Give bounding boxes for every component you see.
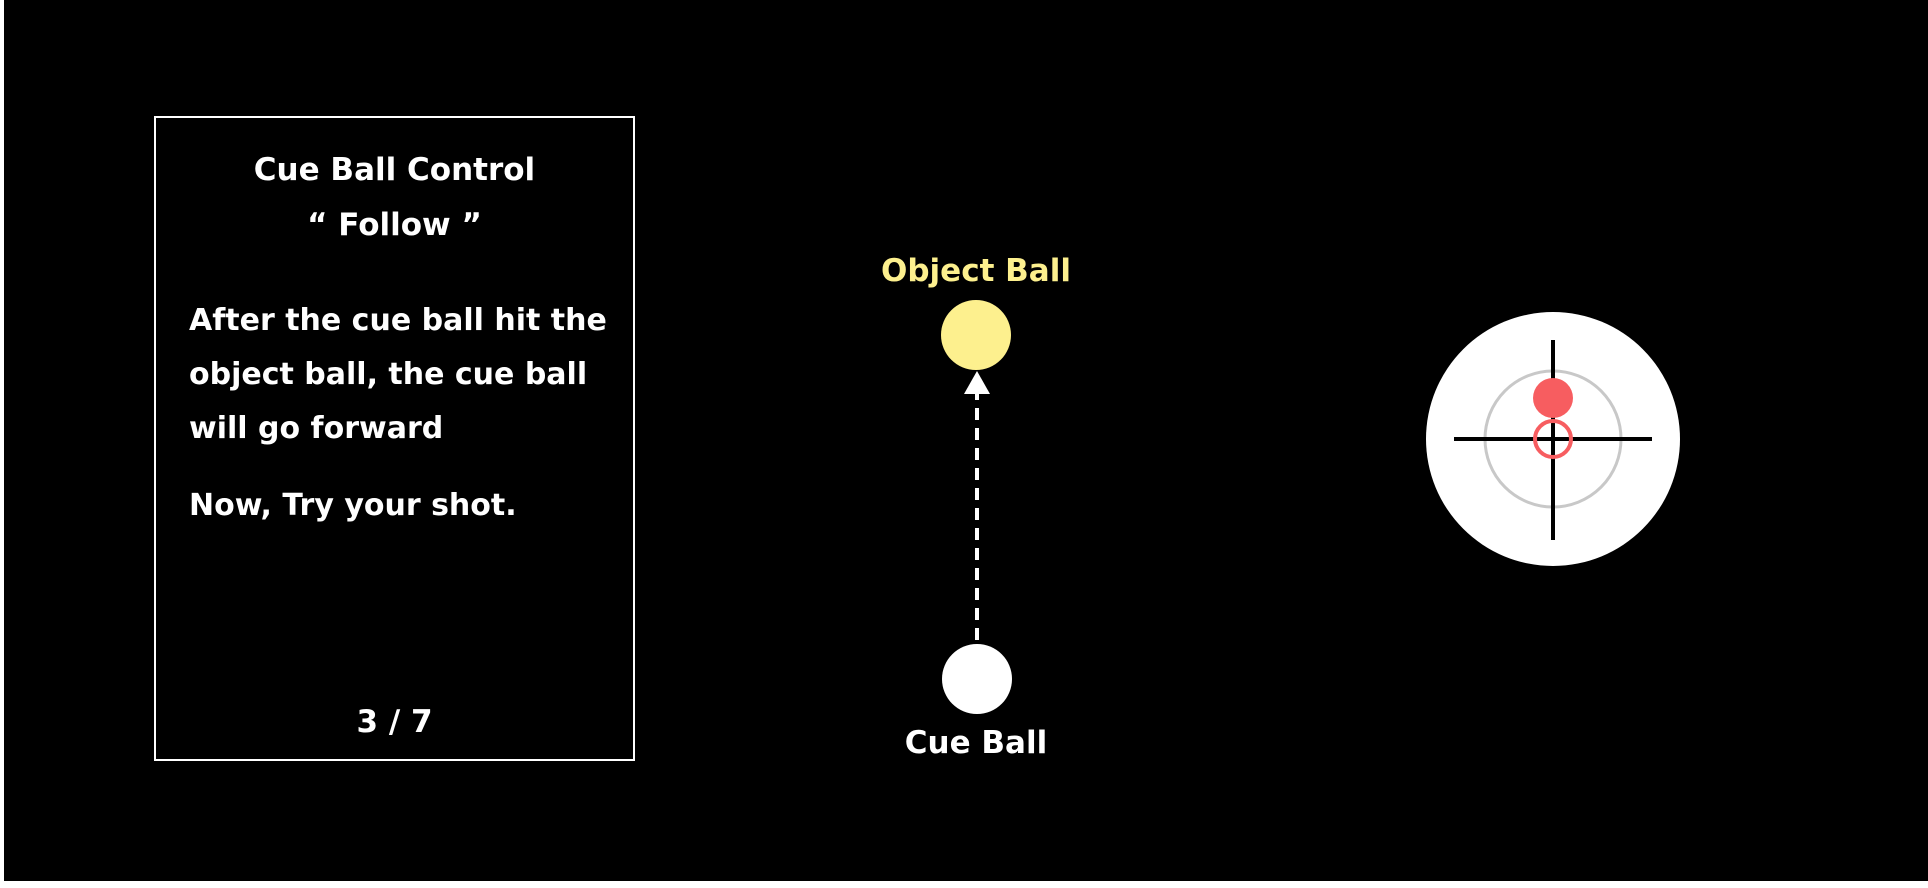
- aim-target[interactable]: [1426, 312, 1680, 566]
- canvas-background: Cue Ball Control “ Follow ” After the cu…: [4, 0, 1928, 881]
- cue-ball-label: Cue Ball: [904, 725, 1048, 761]
- object-ball-label: Object Ball: [881, 253, 1071, 289]
- cue-ball: [942, 644, 1012, 714]
- card-prompt: Now, Try your shot.: [189, 488, 517, 523]
- card-subtitle: “ Follow ”: [307, 207, 482, 243]
- card-description: After the cue ball hit the object ball, …: [189, 303, 607, 446]
- card-title: Cue Ball Control: [253, 152, 536, 188]
- page-indicator: 3 / 7: [356, 704, 433, 740]
- arrow-up-icon: [964, 371, 990, 394]
- instruction-card: Cue Ball Control “ Follow ” After the cu…: [154, 116, 635, 761]
- crosshair-icon: [1454, 340, 1652, 540]
- object-ball: [941, 300, 1011, 370]
- center-target-marker: [1533, 419, 1573, 459]
- aim-dot[interactable]: [1533, 378, 1573, 418]
- shot-diagram: [941, 300, 1680, 714]
